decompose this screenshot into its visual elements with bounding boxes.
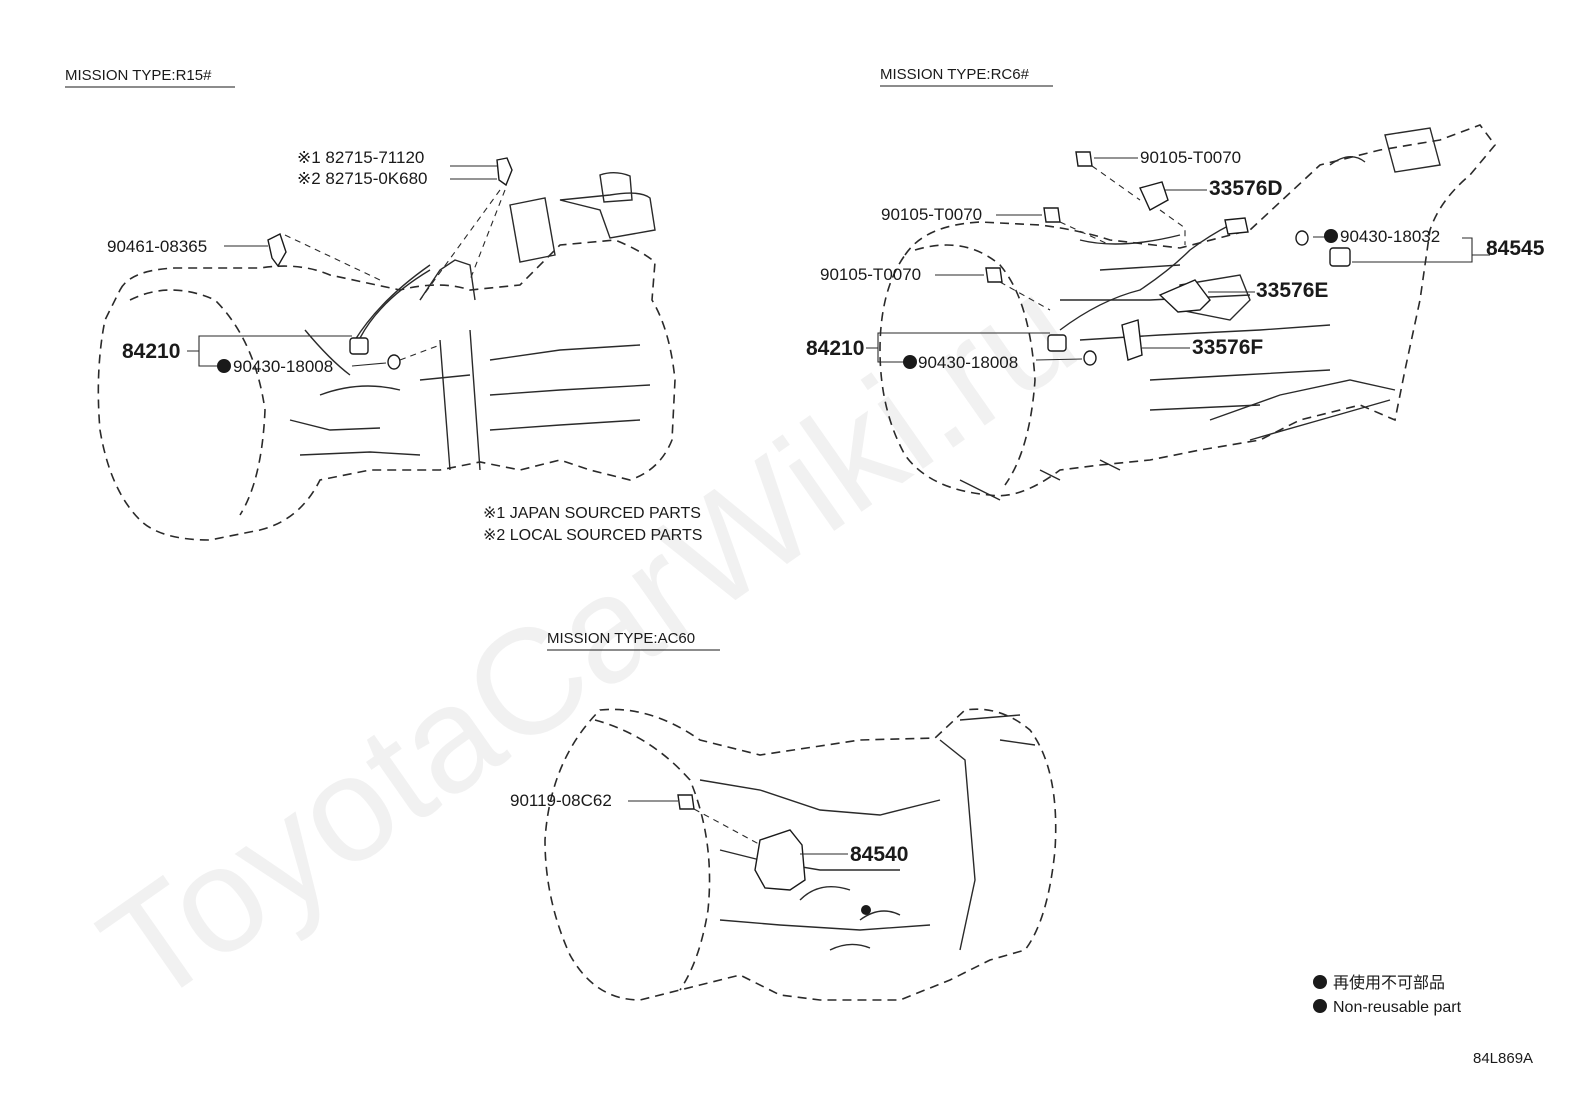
- r15-transmission-drawing: [97, 172, 676, 541]
- r15-callouts: [187, 157, 513, 373]
- clamp-82715-icon: [496, 157, 513, 187]
- rc6-part-90105-c: 90105-T0070: [820, 265, 921, 284]
- bracket-33576f-icon: [1121, 319, 1143, 361]
- ac60-part-84540: 84540: [850, 843, 908, 866]
- rc6-callouts: [866, 151, 1490, 369]
- rc6-text: MISSION TYPE:RC6# 90105-T0070 33576D 901…: [806, 66, 1545, 372]
- diagram-code: 84L869A: [1473, 1050, 1533, 1067]
- ac60-part-90119: 90119-08C62: [510, 791, 612, 810]
- bolt-90105-b-icon: [1043, 207, 1061, 223]
- r15-part-82715-japan: ※1 82715-71120: [297, 148, 424, 167]
- rc6-part-84545: 84545: [1486, 237, 1545, 260]
- legend-japanese: 再使用不可部品: [1333, 974, 1445, 992]
- rc6-part-33576e: 33576E: [1256, 279, 1328, 302]
- bolt-90119-icon: [677, 794, 695, 810]
- legend-dot-icon: [1313, 975, 1327, 989]
- speed-sensor-84210-icon: [349, 337, 369, 355]
- bracket-33576d-icon: [1139, 181, 1169, 211]
- bolt-90105-c-icon: [985, 267, 1003, 283]
- bracket-33576e-icon: [1158, 279, 1211, 313]
- legend-dot-icon: [1313, 999, 1327, 1013]
- non-reusable-mark-icon: [217, 359, 231, 373]
- ac60-transmission-drawing: [544, 708, 1057, 1001]
- note-japan-sourced: ※1 JAPAN SOURCED PARTS: [483, 505, 701, 522]
- rc6-part-90105-a: 90105-T0070: [1140, 148, 1241, 167]
- o-ring-90430-icon: [387, 354, 401, 370]
- legend-english: Non-reusable part: [1333, 999, 1462, 1016]
- non-reusable-mark-rc6-icon: [903, 355, 917, 369]
- r15-part-90430: 90430-18008: [233, 357, 333, 376]
- non-reusable-mark-18032-icon: [1324, 229, 1338, 243]
- bolt-90105-a-icon: [1075, 151, 1093, 167]
- o-ring-90430-18008-rc6-icon: [1083, 350, 1097, 366]
- legend: 再使用不可部品 Non-reusable part: [1313, 974, 1462, 1016]
- speed-sensor-84545-icon: [1329, 247, 1351, 267]
- position-switch-84540-icon: [754, 829, 806, 891]
- note-local-sourced: ※2 LOCAL SOURCED PARTS: [483, 527, 702, 544]
- r15-text: MISSION TYPE:R15# ※1 82715-71120 ※2 8271…: [65, 67, 428, 376]
- rc6-part-90105-b: 90105-T0070: [881, 205, 982, 224]
- ac60-text: MISSION TYPE:AC60 90119-08C62 84540: [510, 630, 908, 866]
- rc6-part-84210: 84210: [806, 337, 864, 360]
- ac60-title: MISSION TYPE:AC60: [547, 630, 695, 647]
- o-ring-90430-18032-icon: [1295, 230, 1309, 246]
- rc6-part-33576d: 33576D: [1209, 177, 1283, 200]
- rc6-part-90430-18008: 90430-18008: [918, 353, 1018, 372]
- rc6-part-90430-18032: 90430-18032: [1340, 227, 1440, 246]
- rc6-transmission-drawing: [879, 124, 1497, 501]
- r15-part-82715-local: ※2 82715-0K680: [297, 169, 428, 188]
- r15-title: MISSION TYPE:R15#: [65, 67, 212, 84]
- speed-sensor-84210-rc6-icon: [1047, 334, 1067, 352]
- ac60-callouts: [628, 794, 848, 891]
- source-notes: ※1 JAPAN SOURCED PARTS ※2 LOCAL SOURCED …: [483, 505, 702, 544]
- clamp-90461-icon: [267, 233, 287, 268]
- connector-icon: [1224, 217, 1249, 235]
- r15-part-90461: 90461-08365: [107, 237, 207, 256]
- rc6-title: MISSION TYPE:RC6#: [880, 66, 1030, 83]
- rc6-part-33576f: 33576F: [1192, 336, 1263, 359]
- r15-part-84210: 84210: [122, 340, 180, 363]
